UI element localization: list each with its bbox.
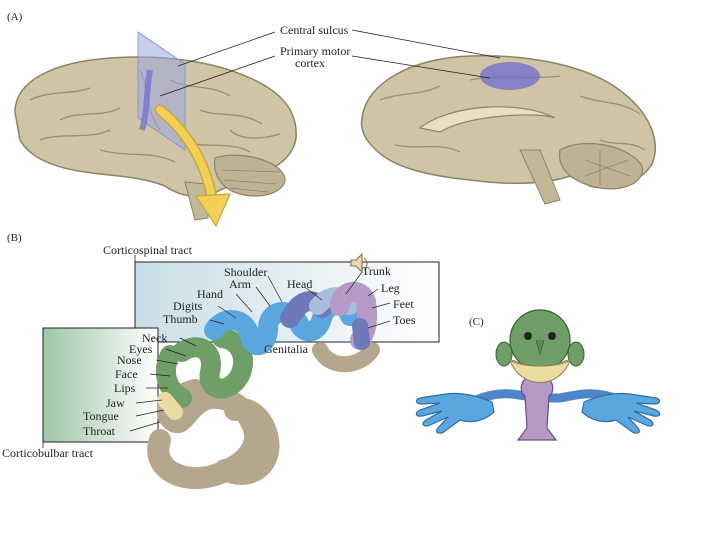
arrow-head bbox=[194, 193, 231, 228]
panel-c-letter: (C) bbox=[469, 316, 484, 328]
label-genitalia: Genitalia bbox=[264, 342, 308, 356]
strip-tongue bbox=[157, 392, 183, 420]
corticobulbar-region-box bbox=[42, 327, 159, 443]
label-face: Face bbox=[115, 367, 138, 381]
leaders-lower bbox=[129, 337, 197, 432]
label-hand: Hand bbox=[197, 287, 223, 301]
callout-motor-cortex-right bbox=[351, 55, 491, 79]
corticospinal-tract-label: Corticospinal tract bbox=[103, 243, 192, 257]
cortex-fold-lower bbox=[147, 379, 280, 490]
label-head: Head bbox=[287, 277, 313, 291]
central-sulcus-label: Central sulcus bbox=[280, 23, 349, 37]
primary-motor-label-line1: Primary motor bbox=[280, 44, 351, 58]
label-tongue: Tongue bbox=[83, 409, 119, 423]
label-digits: Digits bbox=[173, 299, 203, 313]
cortex-fold-genitalia bbox=[312, 342, 380, 373]
label-feet: Feet bbox=[393, 297, 414, 311]
arrow-body bbox=[156, 106, 216, 202]
label-toes: Toes bbox=[393, 313, 416, 327]
label-arm: Arm bbox=[229, 277, 251, 291]
callout-central-sulcus-left bbox=[177, 31, 276, 67]
motor-cortex-strip-lateral bbox=[139, 69, 153, 131]
label-trunk: Trunk bbox=[362, 264, 391, 278]
leaders-upper bbox=[209, 271, 391, 329]
panel-a-letter: (A) bbox=[7, 11, 23, 23]
label-jaw: Jaw bbox=[106, 396, 125, 410]
homunculus bbox=[415, 309, 661, 441]
label-shoulder: Shoulder bbox=[224, 265, 268, 279]
strip-neck-eyes bbox=[172, 328, 254, 399]
speaker-icon[interactable] bbox=[350, 252, 368, 274]
motor-cortex-medial-highlight bbox=[480, 62, 540, 90]
label-thumb: Thumb bbox=[163, 312, 198, 326]
corticobulbar-tract-label: Corticobulbar tract bbox=[2, 446, 93, 460]
strip-toes bbox=[352, 318, 370, 350]
label-throat: Throat bbox=[83, 424, 115, 438]
callout-motor-cortex-left bbox=[159, 55, 276, 97]
label-lips: Lips bbox=[114, 381, 136, 395]
label-nose: Nose bbox=[117, 353, 142, 367]
label-neck: Neck bbox=[142, 331, 168, 345]
callout-central-sulcus-right bbox=[351, 29, 501, 59]
label-leg: Leg bbox=[381, 281, 400, 295]
label-eyes: Eyes bbox=[129, 342, 153, 356]
panel-b-letter: (B) bbox=[7, 232, 22, 244]
strip-face bbox=[155, 345, 192, 408]
medial-brain bbox=[360, 55, 656, 205]
corticospinal-region-box bbox=[134, 261, 440, 343]
primary-motor-label-line2: cortex bbox=[295, 56, 325, 70]
